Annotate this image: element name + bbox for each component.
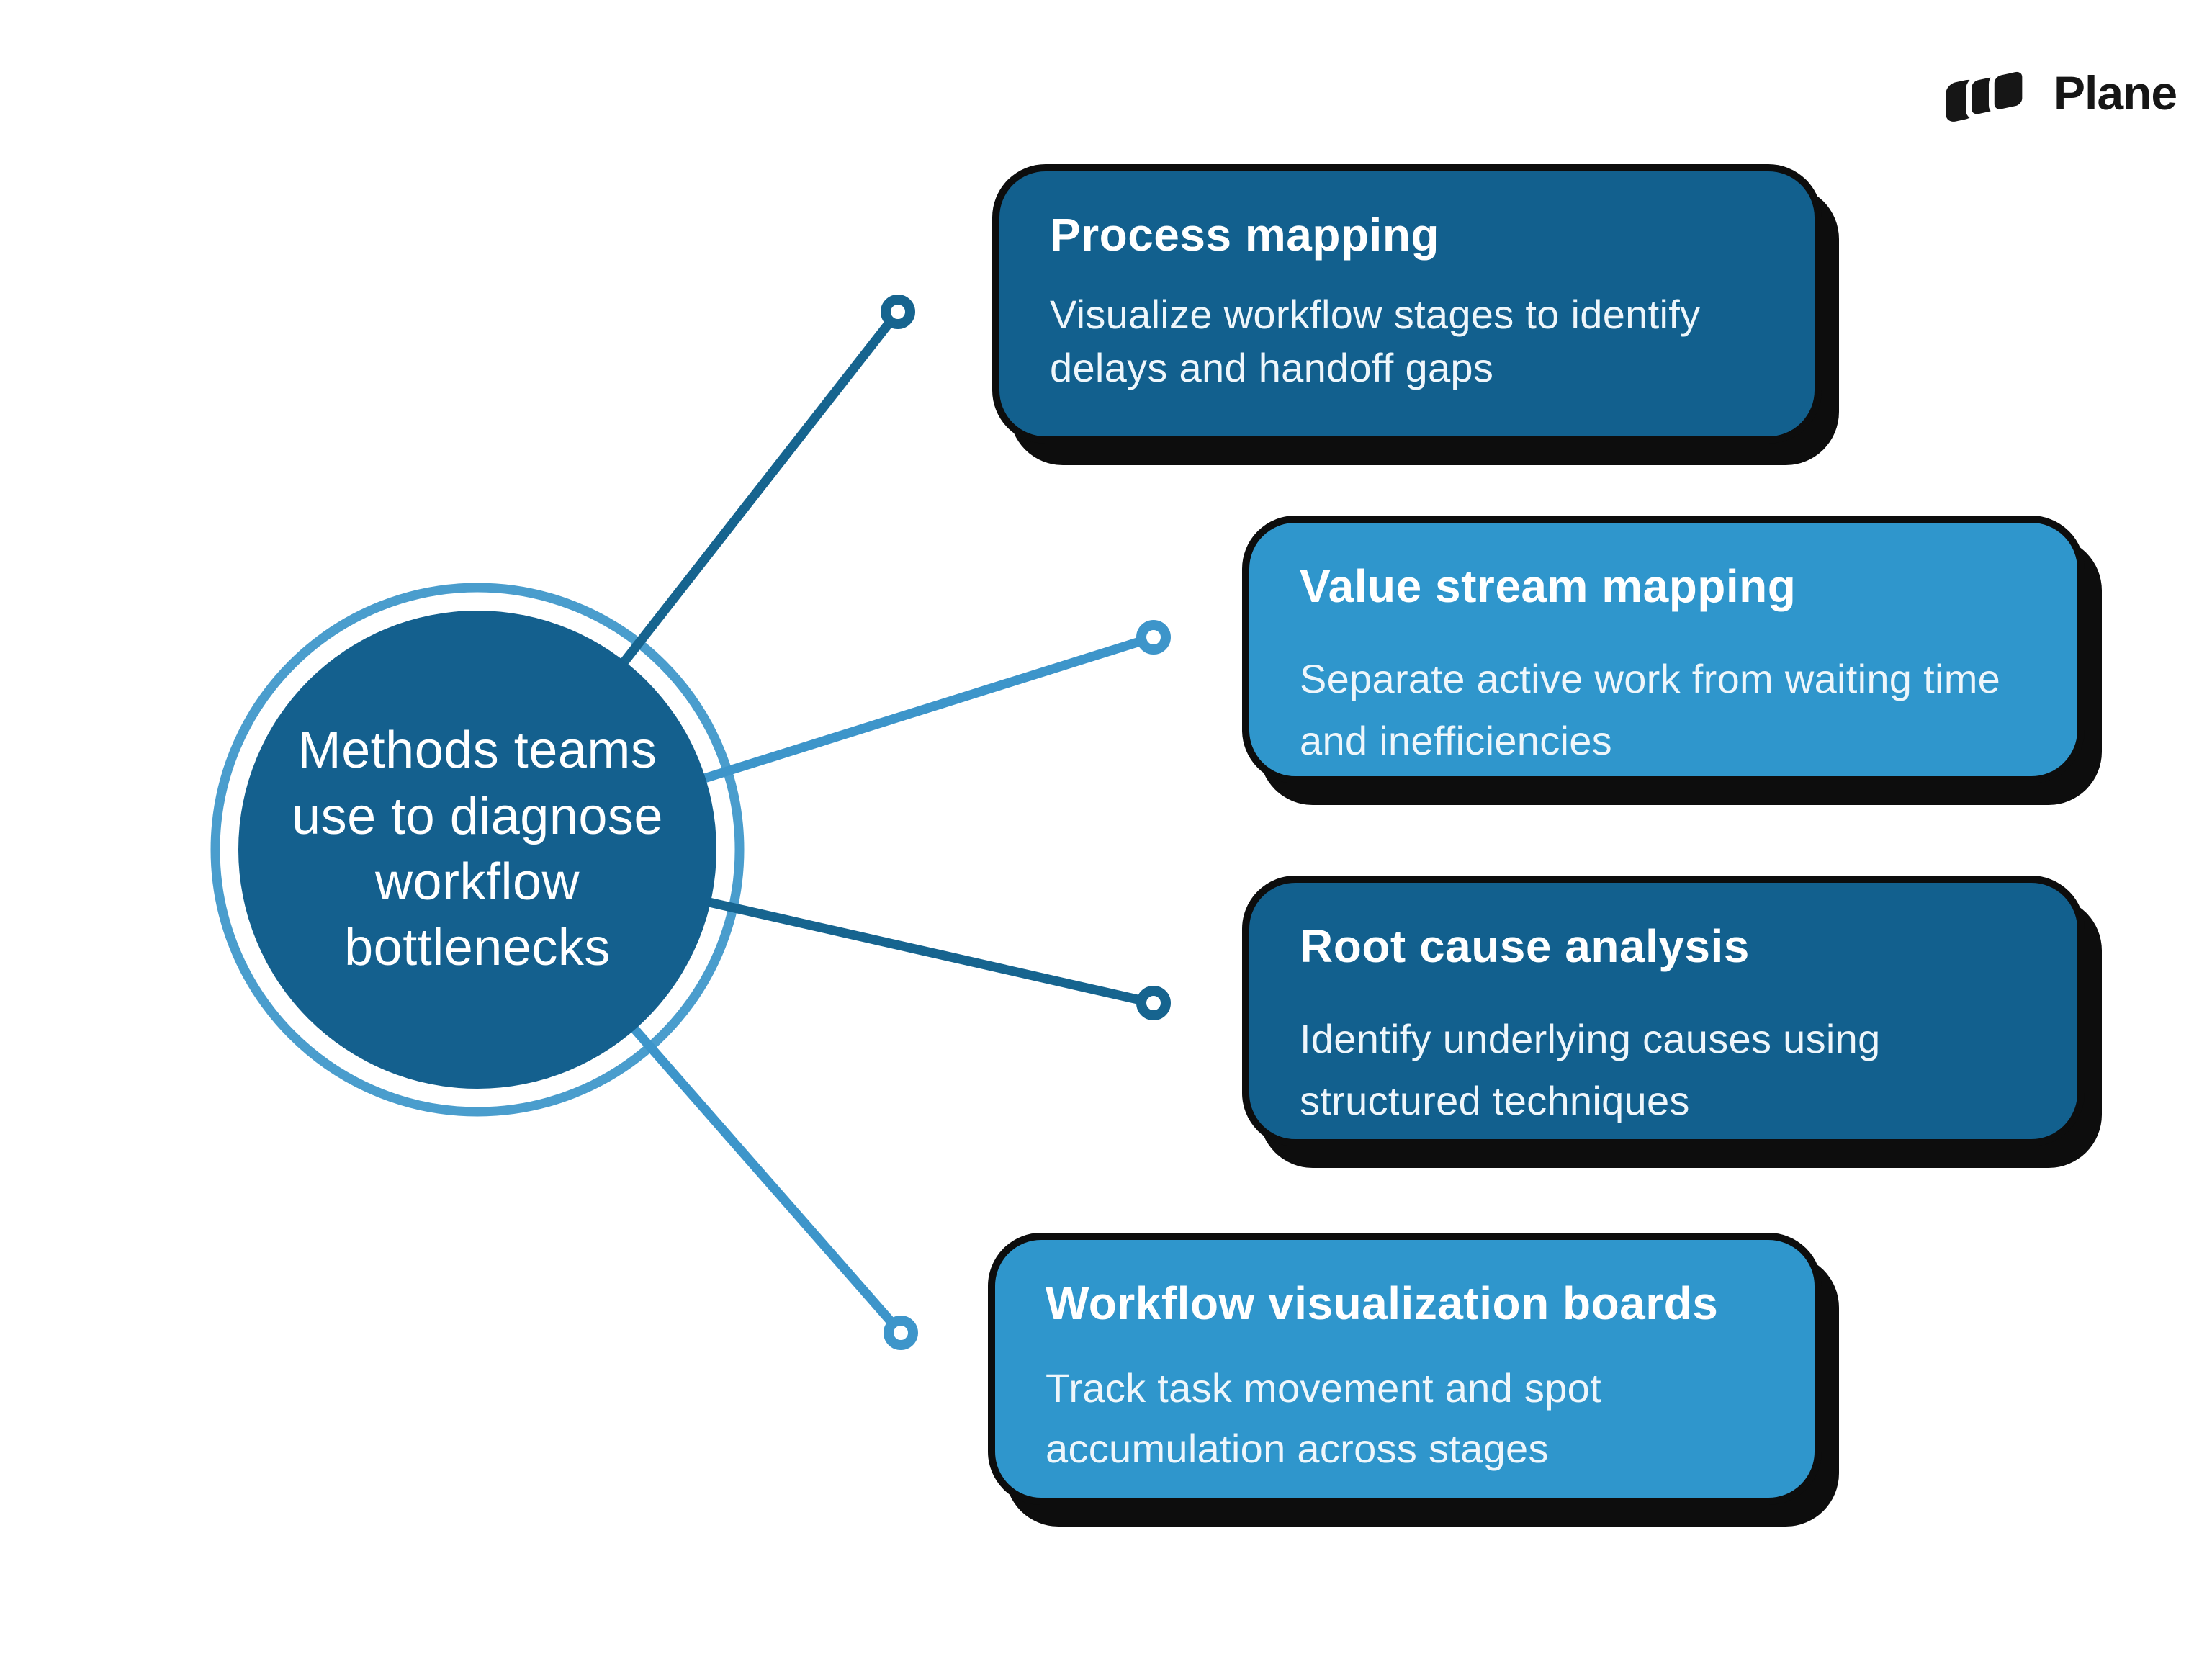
card-root-cause-analysis: Root cause analysis Identify underlying …	[1242, 876, 2085, 1146]
connector-endpoint-process-mapping	[881, 295, 915, 329]
connector-endpoint-workflow-boards	[884, 1316, 918, 1350]
card-value-stream-mapping: Value stream mapping Separate active wor…	[1242, 516, 2085, 783]
card-description: Identify underlying causes using structu…	[1300, 1015, 1881, 1124]
card-title: Root cause analysis	[1300, 920, 1750, 972]
brand-name: Plane	[2054, 66, 2177, 120]
card-description: Track task movement and spot accumulatio…	[1046, 1364, 1601, 1471]
connector-endpoint-value-stream-mapping	[1136, 620, 1171, 655]
brand-logo: Plane	[1944, 62, 2177, 124]
plane-logo-icon	[1946, 66, 2028, 122]
card-title: Workflow visualization boards	[1046, 1277, 1719, 1329]
card-title: Value stream mapping	[1300, 560, 1797, 612]
card-process-mapping: Process mapping Visualize workflow stage…	[992, 164, 1822, 444]
center-circle	[238, 611, 716, 1089]
card-title: Process mapping	[1050, 209, 1439, 261]
connector-endpoint-root-cause-analysis	[1136, 986, 1171, 1020]
card-workflow-visualization-boards: Workflow visualization boards Track task…	[988, 1233, 1822, 1505]
card-description: Separate active work from waiting time a…	[1300, 655, 2001, 764]
plane-logo-pages	[1946, 66, 2028, 122]
card-description: Visualize workflow stages to identify de…	[1050, 291, 1701, 390]
